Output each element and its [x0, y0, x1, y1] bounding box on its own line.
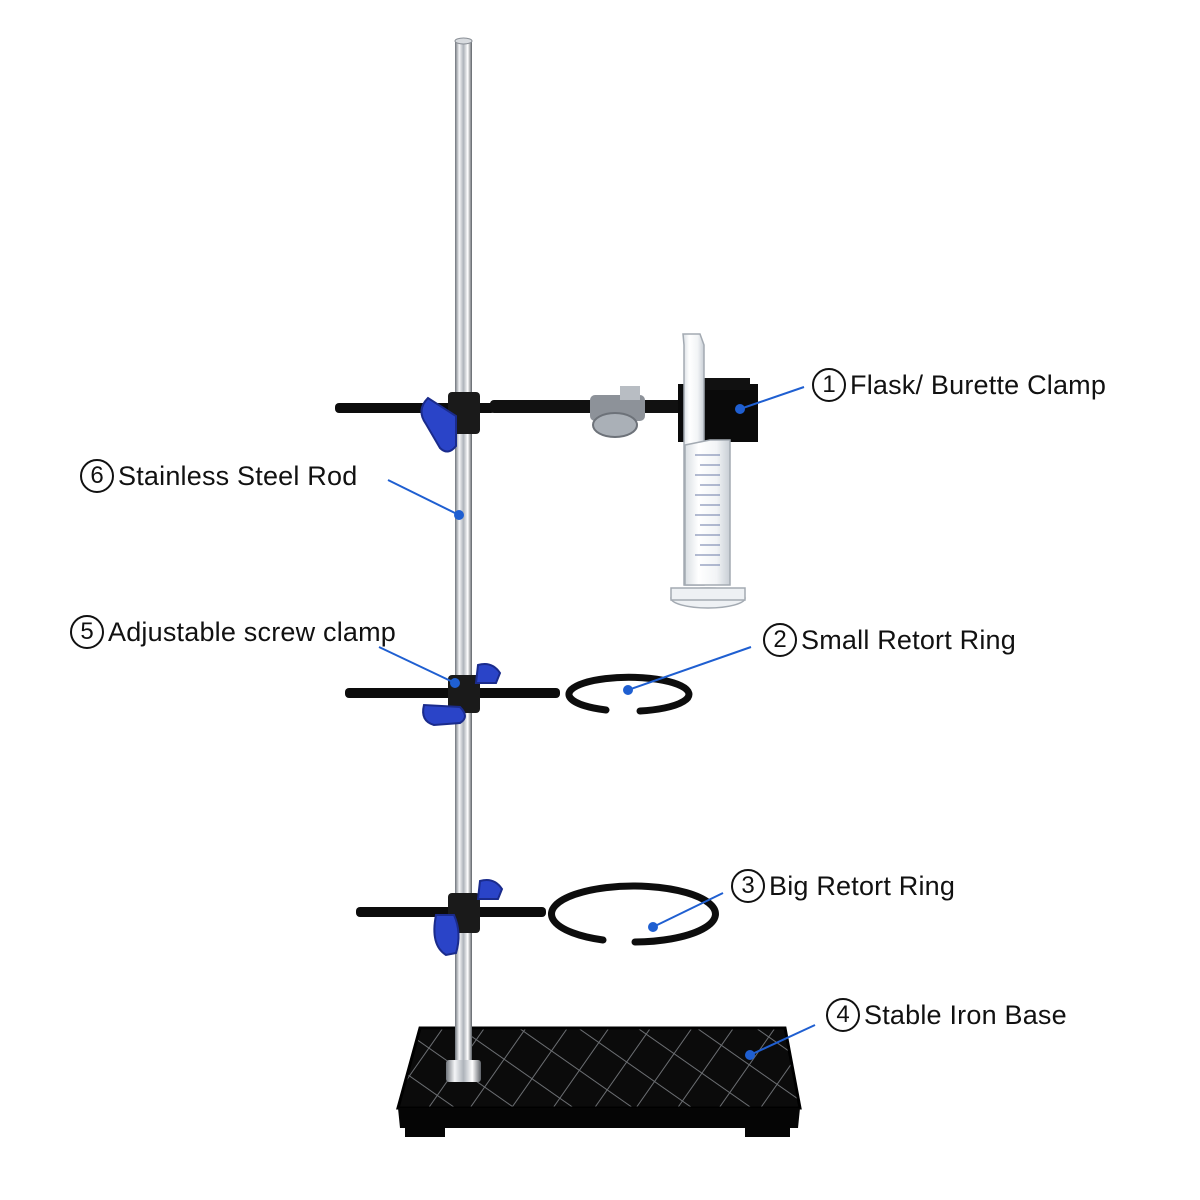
callout-label: Adjustable screw clamp — [108, 616, 397, 647]
small-retort-ring-assembly — [345, 663, 693, 727]
callout-label: Small Retort Ring — [801, 624, 1016, 655]
callout-number: 4 — [826, 998, 860, 1032]
callout-number: 2 — [763, 623, 797, 657]
graduated-cylinder — [670, 333, 746, 609]
callout-adjustable-screw-clamp: 5 Adjustable screw clamp — [70, 615, 396, 649]
callout-big-retort-ring: 3 Big Retort Ring — [731, 869, 955, 903]
callout-flask-burette-clamp: 1 Flask/ Burette Clamp — [812, 368, 1106, 402]
callout-stainless-steel-rod: 6 Stainless Steel Rod — [80, 459, 357, 493]
callout-number: 3 — [731, 869, 765, 903]
stainless-steel-rod — [446, 37, 481, 1082]
iron-base — [396, 1026, 802, 1137]
flask-burette-clamp — [335, 378, 758, 453]
big-retort-ring-assembly — [356, 879, 719, 957]
leader-lines — [378, 386, 816, 1060]
callout-number: 1 — [812, 368, 846, 402]
callout-label: Big Retort Ring — [769, 870, 956, 901]
callout-label: Flask/ Burette Clamp — [850, 369, 1107, 400]
callout-small-retort-ring: 2 Small Retort Ring — [763, 623, 1016, 657]
callout-label: Stable Iron Base — [864, 999, 1067, 1030]
callout-number: 6 — [80, 459, 114, 493]
callout-number: 5 — [70, 615, 104, 649]
callout-label: Stainless Steel Rod — [118, 460, 358, 491]
callout-stable-iron-base: 4 Stable Iron Base — [826, 998, 1067, 1032]
